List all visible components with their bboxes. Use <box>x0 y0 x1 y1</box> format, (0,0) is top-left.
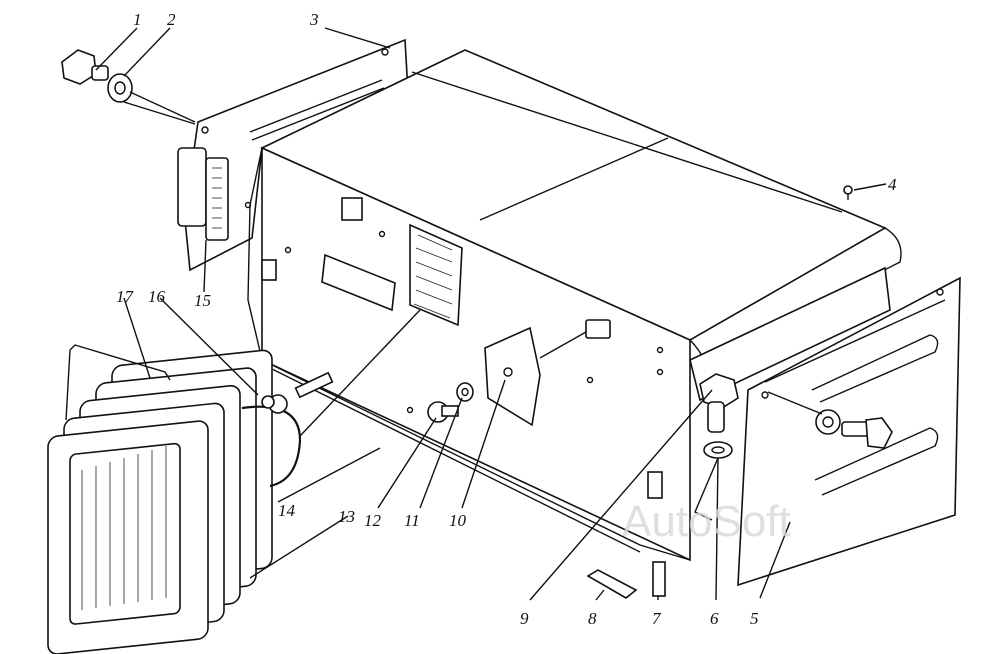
label-3: 3 <box>309 10 319 29</box>
label-8: 8 <box>588 609 597 628</box>
label-5: 5 <box>750 609 759 628</box>
bracket-7 <box>652 561 666 597</box>
label-4: 4 <box>888 175 897 194</box>
label-12: 12 <box>364 511 382 530</box>
washer-2 <box>107 73 133 103</box>
strip-8 <box>586 569 638 599</box>
bolt-1 <box>61 49 109 85</box>
clip <box>585 319 611 339</box>
label-2: 2 <box>167 10 176 29</box>
heater-core-13 <box>47 349 273 654</box>
label-14: 14 <box>278 501 296 520</box>
bolt-9 <box>699 373 739 433</box>
label-9: 9 <box>520 609 529 628</box>
label-11: 11 <box>404 511 420 530</box>
frame-17 <box>65 344 171 421</box>
label-17: 17 <box>116 287 135 306</box>
label-1: 1 <box>133 10 142 29</box>
screw-12 <box>427 401 459 423</box>
rivet-4 <box>843 185 853 200</box>
label-16: 16 <box>148 287 166 306</box>
label-10: 10 <box>449 511 467 530</box>
washer-11 <box>456 382 474 402</box>
left-end-plate <box>181 38 409 272</box>
label-15: 15 <box>194 291 211 310</box>
label-6: 6 <box>710 609 719 628</box>
watermark: AutoSoft <box>622 497 791 546</box>
clamp-16 <box>261 395 275 409</box>
lock-washer-6 <box>703 441 733 459</box>
label-13: 13 <box>338 507 355 526</box>
bolt-right <box>841 417 893 449</box>
star-washer <box>815 409 841 435</box>
part-labels: 1 2 3 4 5 6 7 8 9 10 11 12 13 14 15 16 1… <box>116 10 897 628</box>
leader-lines <box>95 27 887 601</box>
label-7: 7 <box>652 609 662 628</box>
handle-15 <box>177 147 229 241</box>
main-housing <box>247 49 902 562</box>
